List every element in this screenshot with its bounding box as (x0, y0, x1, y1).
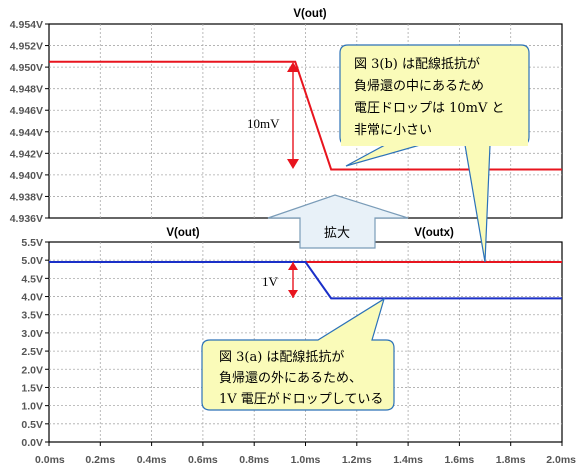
callout-bottom: 図 3(a) は配線抵抗が 負帰還の外にあるため、 1V 電圧がドロップしている (201, 297, 395, 411)
bottom-y-tick-label: 1.5V (21, 382, 43, 394)
top-grid (49, 24, 562, 218)
callout-bottom-line-1: 図 3(a) は配線抵抗が (219, 349, 344, 365)
bottom-series-line-voutx (49, 261, 562, 300)
magnify-label: 拡大 (324, 226, 350, 241)
callout-bottom-line-3: 1V 電圧がドロップしている (219, 392, 383, 407)
callout-top-line-2: 負帰還の中にあるため (354, 78, 484, 94)
top-series-line-vout (49, 60, 562, 171)
callout-top-line-3: 電圧ドロップは 10mV と (354, 101, 505, 116)
bottom-x-tick-label: 2.0ms (546, 454, 576, 466)
legend-entry-vout: V(out) (166, 227, 199, 239)
top-chart-title: V(out) (293, 8, 326, 20)
top-dimension-label: 10mV (247, 116, 280, 131)
bottom-x-tick-label: 0.4ms (137, 454, 167, 466)
top-y-tick-label: 4.950V (10, 62, 43, 74)
bottom-y-tick-label: 3.0V (21, 328, 43, 340)
bottom-x-tick-label: 0.6ms (188, 454, 218, 466)
top-y-tick-label: 4.952V (10, 41, 43, 53)
bottom-y-tick-label: 4.0V (21, 292, 43, 304)
bottom-x-axis: 0.0ms 0.2ms 0.4ms 0.6ms 0.8ms 1.0ms 1.2ms 1.4ms… (35, 442, 576, 466)
bottom-y-tick-label: 2.0V (21, 364, 43, 376)
callout-top: 図 3(b) は配線抵抗が 負帰還の中にあるため 電圧ドロップは 10mV と … (339, 44, 530, 263)
bottom-x-tick-label: 1.4ms (393, 454, 423, 466)
callout-top-line-4: 非常に小さい (354, 123, 432, 138)
bottom-x-tick-label: 0.8ms (239, 454, 269, 466)
bottom-y-tick-label: 2.5V (21, 346, 43, 358)
top-y-tick-label: 4.938V (10, 191, 43, 203)
bottom-x-tick-label: 0.2ms (85, 454, 115, 466)
top-y-tick-label: 4.942V (10, 148, 43, 160)
top-y-tick-label: 4.948V (10, 84, 43, 96)
top-y-axis: 4.954V 4.952V 4.950V 4.948V 4.946V 4.944V 4.94… (10, 19, 49, 225)
callout-bottom-line-2: 負帰還の外にあるため、 (219, 370, 362, 386)
bottom-x-tick-label: 1.6ms (445, 454, 475, 466)
bottom-y-tick-label: 5.5V (21, 237, 43, 249)
bottom-x-tick-label: 1.8ms (496, 454, 526, 466)
top-y-tick-label: 4.940V (10, 170, 43, 182)
bottom-plot-panel: 5.5V 5.0V 4.5V 4.0V 3.5V 3.0V 2.5V 2.0V 1.5V 1.0V… (21, 227, 576, 466)
bottom-series-layer (49, 261, 562, 300)
bottom-y-tick-label: 0.5V (21, 419, 43, 431)
top-y-tick-label: 4.954V (10, 19, 43, 31)
bottom-y-tick-label: 1.0V (21, 401, 43, 413)
bottom-x-tick-label: 0.0ms (35, 454, 65, 466)
bottom-x-tick-label: 1.0ms (291, 454, 321, 466)
bottom-y-tick-label: 5.0V (21, 255, 43, 267)
bottom-y-tick-label: 0.0V (21, 437, 43, 449)
top-y-tick-label: 4.936V (10, 213, 43, 225)
bottom-y-axis: 5.5V 5.0V 4.5V 4.0V 3.5V 3.0V 2.5V 2.0V 1.5V 1.0V… (21, 237, 49, 449)
bottom-y-tick-label: 4.5V (21, 273, 43, 285)
top-dimension-arrow: 10mV (247, 62, 299, 169)
bottom-dimension-label: 1V (262, 274, 279, 289)
magnify-arrow: 拡大 (267, 194, 409, 249)
top-series-layer (49, 60, 562, 171)
bottom-y-tick-label: 3.5V (21, 310, 43, 322)
bottom-dimension-arrow: 1V (262, 262, 298, 298)
bottom-x-tick-label: 1.2ms (342, 454, 372, 466)
legend-entry-voutx: V(outx) (414, 227, 454, 239)
callout-top-line-1: 図 3(b) は配線抵抗が (354, 56, 480, 72)
top-plot-panel: 4.954V 4.952V 4.950V 4.948V 4.946V 4.944V 4.94… (10, 8, 563, 225)
top-y-tick-label: 4.946V (10, 105, 43, 117)
top-y-tick-label: 4.944V (10, 127, 43, 139)
